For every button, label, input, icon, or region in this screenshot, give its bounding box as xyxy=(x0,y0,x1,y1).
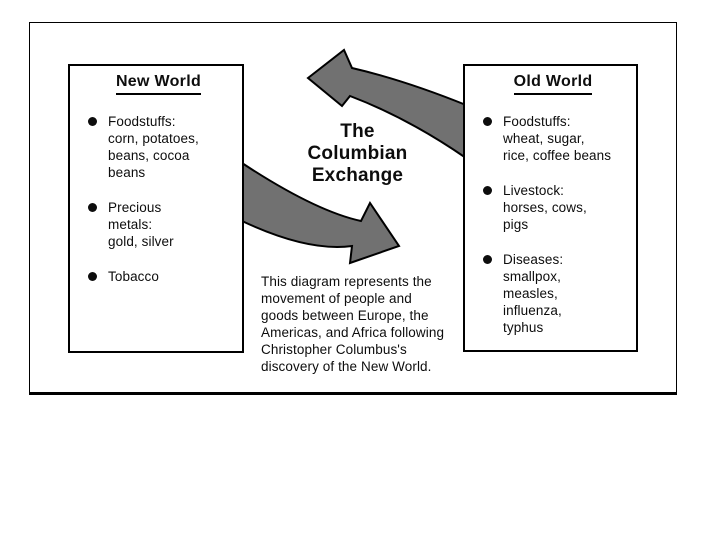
new-world-heading: New World xyxy=(85,73,232,95)
item-text: Foodstuffs: corn, potatoes, beans, cocoa… xyxy=(108,114,199,180)
list-item: Livestock: horses, cows, pigs xyxy=(480,182,626,233)
item-text: Precious metals: gold, silver xyxy=(108,200,174,249)
bullet-icon xyxy=(483,255,492,264)
list-item: Diseases: smallpox, measles, influenza, … xyxy=(480,251,626,336)
bullet-icon xyxy=(88,203,97,212)
diagram-title: The Columbian Exchange xyxy=(307,121,408,186)
bullet-icon xyxy=(88,117,97,126)
item-text: Foodstuffs: wheat, sugar, rice, coffee b… xyxy=(503,114,612,163)
list-item: Tobacco xyxy=(85,268,232,285)
list-item: Precious metals: gold, silver xyxy=(85,199,232,250)
new-world-box: New World Foodstuffs: corn, potatoes, be… xyxy=(68,64,244,353)
old-world-heading: Old World xyxy=(480,73,626,95)
bullet-icon xyxy=(88,272,97,281)
old-world-box: Old World Foodstuffs: wheat, sugar, rice… xyxy=(463,64,638,352)
item-text: Livestock: horses, cows, pigs xyxy=(503,183,587,232)
bullet-icon xyxy=(483,117,492,126)
item-text: Diseases: smallpox, measles, influenza, … xyxy=(503,252,564,335)
list-item: Foodstuffs: corn, potatoes, beans, cocoa… xyxy=(85,113,232,181)
list-item: Foodstuffs: wheat, sugar, rice, coffee b… xyxy=(480,113,626,164)
diagram-frame xyxy=(29,22,677,395)
item-text: Tobacco xyxy=(108,269,159,284)
diagram-caption: This diagram represents the movement of … xyxy=(261,274,445,374)
bullet-icon xyxy=(483,186,492,195)
